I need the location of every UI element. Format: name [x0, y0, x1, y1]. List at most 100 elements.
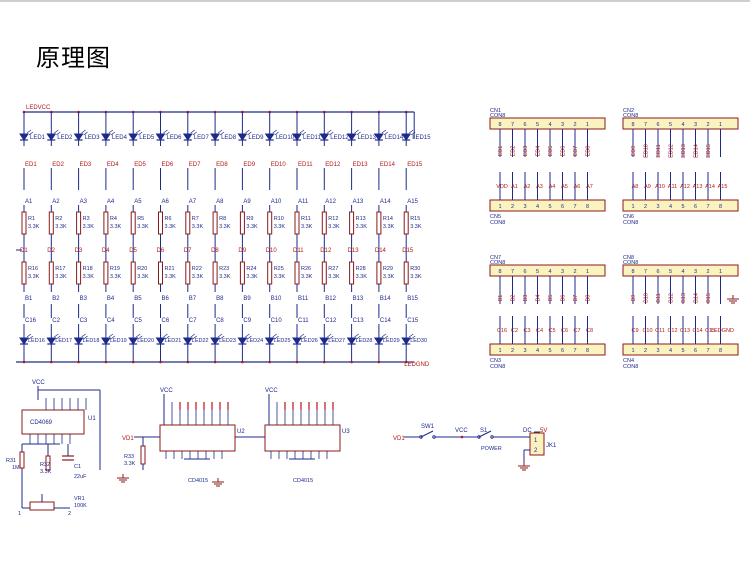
- ed-net-label: ED9: [243, 162, 255, 168]
- connector-pin-number: 5: [681, 204, 684, 210]
- b-net-label: B1: [25, 296, 33, 302]
- led-arrow: [217, 333, 223, 338]
- bottom-resistor-ref: R21: [165, 266, 175, 272]
- a-net-label: A2: [52, 199, 60, 205]
- top-resistor-ref: R10: [274, 216, 284, 222]
- top-led-symbol: [346, 133, 357, 141]
- resistor-body: [321, 261, 327, 285]
- top-led-ref: LED13: [358, 135, 377, 141]
- connector-net: A15: [718, 184, 728, 190]
- led-arrow: [190, 129, 196, 134]
- bottom-resistor-ref: R25: [274, 266, 284, 272]
- led-arrow: [245, 333, 250, 338]
- junction-dot: [213, 360, 217, 364]
- connector-pin-number: 5: [536, 269, 539, 275]
- c-net-label: C12: [325, 318, 337, 324]
- b-net-label: B15: [407, 296, 418, 302]
- ed-net-label: ED11: [298, 162, 313, 168]
- power-net: VD1: [393, 436, 405, 442]
- top-resistor-ref: R12: [328, 216, 338, 222]
- led-arrow: [83, 131, 88, 136]
- resistor-body: [376, 261, 382, 285]
- b-net-label: B13: [353, 296, 364, 302]
- connector-net: C15: [705, 328, 715, 334]
- bottom-resistor-value: 3.3K: [83, 274, 95, 280]
- bottom-led-symbol: [319, 337, 330, 345]
- connector-pin-number: 4: [548, 122, 551, 128]
- connector-body: [622, 199, 739, 212]
- connector-pin-number: 8: [631, 122, 634, 128]
- top-resistor-value: 3.3K: [410, 224, 422, 230]
- connector-pin-number: 7: [644, 122, 647, 128]
- bottom-led-ref: LED23: [219, 338, 236, 344]
- d-net-label: D11: [293, 248, 304, 254]
- connector-net: B15: [706, 293, 712, 303]
- resistor-body: [376, 211, 382, 235]
- c-net-label: C6: [162, 318, 170, 324]
- jack-body: [529, 432, 545, 456]
- junction-dot: [404, 360, 408, 364]
- chip-name: CD4015: [293, 478, 313, 484]
- connector-net: C5: [548, 328, 555, 334]
- a-net-label: A12: [325, 199, 336, 205]
- connector-net: A8: [632, 184, 639, 190]
- connector-pin-number: 2: [644, 348, 647, 354]
- d-net-label: D2: [47, 248, 55, 254]
- led-arrow: [356, 131, 361, 136]
- r32-value: 3.3K: [40, 469, 52, 475]
- connector-pin-number: 6: [656, 122, 659, 128]
- top-led-symbol: [319, 133, 330, 141]
- dc-label: DC: [523, 428, 532, 434]
- c-net-label: C13: [353, 318, 365, 324]
- top-led-symbol: [237, 133, 248, 141]
- connector-ref: CN5: [490, 214, 501, 220]
- bottom-led-symbol: [401, 337, 412, 345]
- top-rail-label: LEDVCC: [26, 105, 51, 111]
- b-net-label: B2: [52, 296, 60, 302]
- c-net-label: C15: [407, 318, 419, 324]
- jack-ref: JK1: [546, 443, 557, 449]
- resistor-body: [267, 261, 273, 285]
- ground-symbol: [117, 474, 129, 483]
- d-net-label: D1: [20, 248, 28, 254]
- c-net-label: C2: [52, 318, 60, 324]
- resistor-body: [103, 261, 109, 285]
- top-led-symbol: [73, 133, 84, 141]
- resistor-body: [349, 211, 355, 235]
- resistor-body: [185, 211, 191, 235]
- top-resistor-ref: R2: [55, 216, 62, 222]
- connector-net: B10: [644, 293, 650, 303]
- junction-dot: [186, 360, 190, 364]
- bottom-resistor-ref: R22: [192, 266, 202, 272]
- a-net-label: A15: [407, 199, 418, 205]
- d-net-label: D8: [211, 248, 219, 254]
- bottom-resistor-value: 3.3K: [110, 274, 122, 280]
- top-resistor-value: 3.3K: [83, 224, 95, 230]
- led-arrow: [56, 131, 61, 136]
- junction-dot: [241, 360, 244, 364]
- bottom-led-ref: LED16: [28, 338, 45, 344]
- connector-pin-number: 1: [719, 122, 722, 128]
- connector-pin-number: 8: [719, 348, 722, 354]
- top-border: [0, 0, 750, 2]
- connector-pin-number: 3: [523, 204, 526, 210]
- top-led-symbol: [264, 133, 275, 141]
- c1-ref: C1: [74, 464, 81, 470]
- connector-type: CON8: [490, 220, 505, 226]
- led-arrow: [383, 335, 389, 340]
- chip-body: [21, 409, 85, 435]
- bottom-led-symbol: [19, 337, 29, 345]
- bottom-led-symbol: [46, 337, 57, 345]
- top-resistor-value: 3.3K: [192, 224, 204, 230]
- bottom-led-ref: LED20: [137, 338, 154, 344]
- top-led-symbol: [210, 133, 221, 141]
- r32-ref: R32: [40, 462, 50, 468]
- top-led-ref: LED6: [167, 135, 183, 141]
- led-arrow: [301, 131, 307, 136]
- connector-net: B12: [669, 293, 675, 303]
- bottom-led-ref: LED22: [192, 338, 209, 344]
- c-net-label: C5: [134, 318, 142, 324]
- resistor-body: [19, 451, 25, 469]
